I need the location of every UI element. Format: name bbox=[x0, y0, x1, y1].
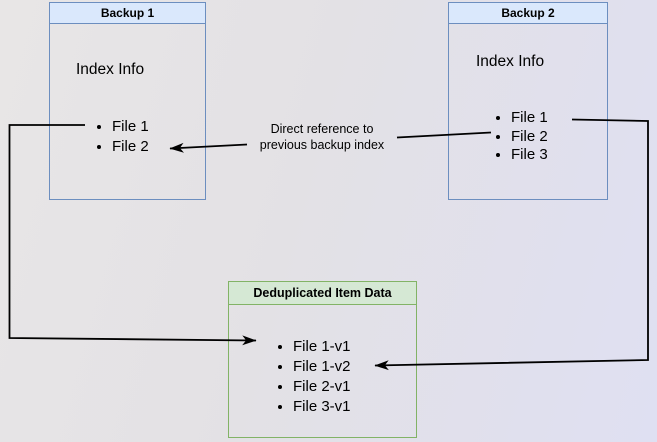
backup2-header: Backup 2 bbox=[449, 3, 607, 24]
list-item: File 1-v2 bbox=[293, 357, 351, 377]
list-item: File 3-v1 bbox=[293, 397, 351, 417]
backup2-node: Backup 2 Index Info File 1 File 2 File 3 bbox=[448, 2, 608, 200]
backup1-file-list: File 1 File 2 bbox=[94, 117, 149, 156]
backup1-index-info-label: Index Info bbox=[76, 61, 145, 78]
list-item: File 2 bbox=[511, 128, 548, 147]
list-item: File 1 bbox=[511, 109, 548, 128]
list-item: File 1 bbox=[112, 117, 149, 137]
list-item: File 2-v1 bbox=[293, 377, 351, 397]
list-item: File 1-v1 bbox=[293, 337, 351, 357]
dedup-header: Deduplicated Item Data bbox=[229, 282, 416, 305]
backup2-index-info-label: Index Info bbox=[476, 53, 545, 70]
backup1-node: Backup 1 Index Info File 1 File 2 bbox=[49, 2, 206, 200]
dedup-item-list: File 1-v1 File 1-v2 File 2-v1 File 3-v1 bbox=[275, 337, 351, 417]
backup2-file-list: File 1 File 2 File 3 bbox=[493, 109, 548, 165]
edge-label-line2: previous backup index bbox=[259, 137, 385, 152]
edge-label: Direct reference to previous backup inde… bbox=[242, 122, 402, 153]
dedup-title: Deduplicated Item Data bbox=[253, 286, 392, 300]
list-item: File 2 bbox=[112, 137, 149, 157]
list-item: File 3 bbox=[511, 146, 548, 165]
dedup-node: Deduplicated Item Data File 1-v1 File 1-… bbox=[228, 281, 417, 438]
backup2-title: Backup 2 bbox=[501, 6, 555, 20]
edge-label-line1: Direct reference to bbox=[270, 122, 374, 136]
backup1-title: Backup 1 bbox=[100, 6, 155, 20]
backup1-header: Backup 1 bbox=[50, 3, 205, 24]
